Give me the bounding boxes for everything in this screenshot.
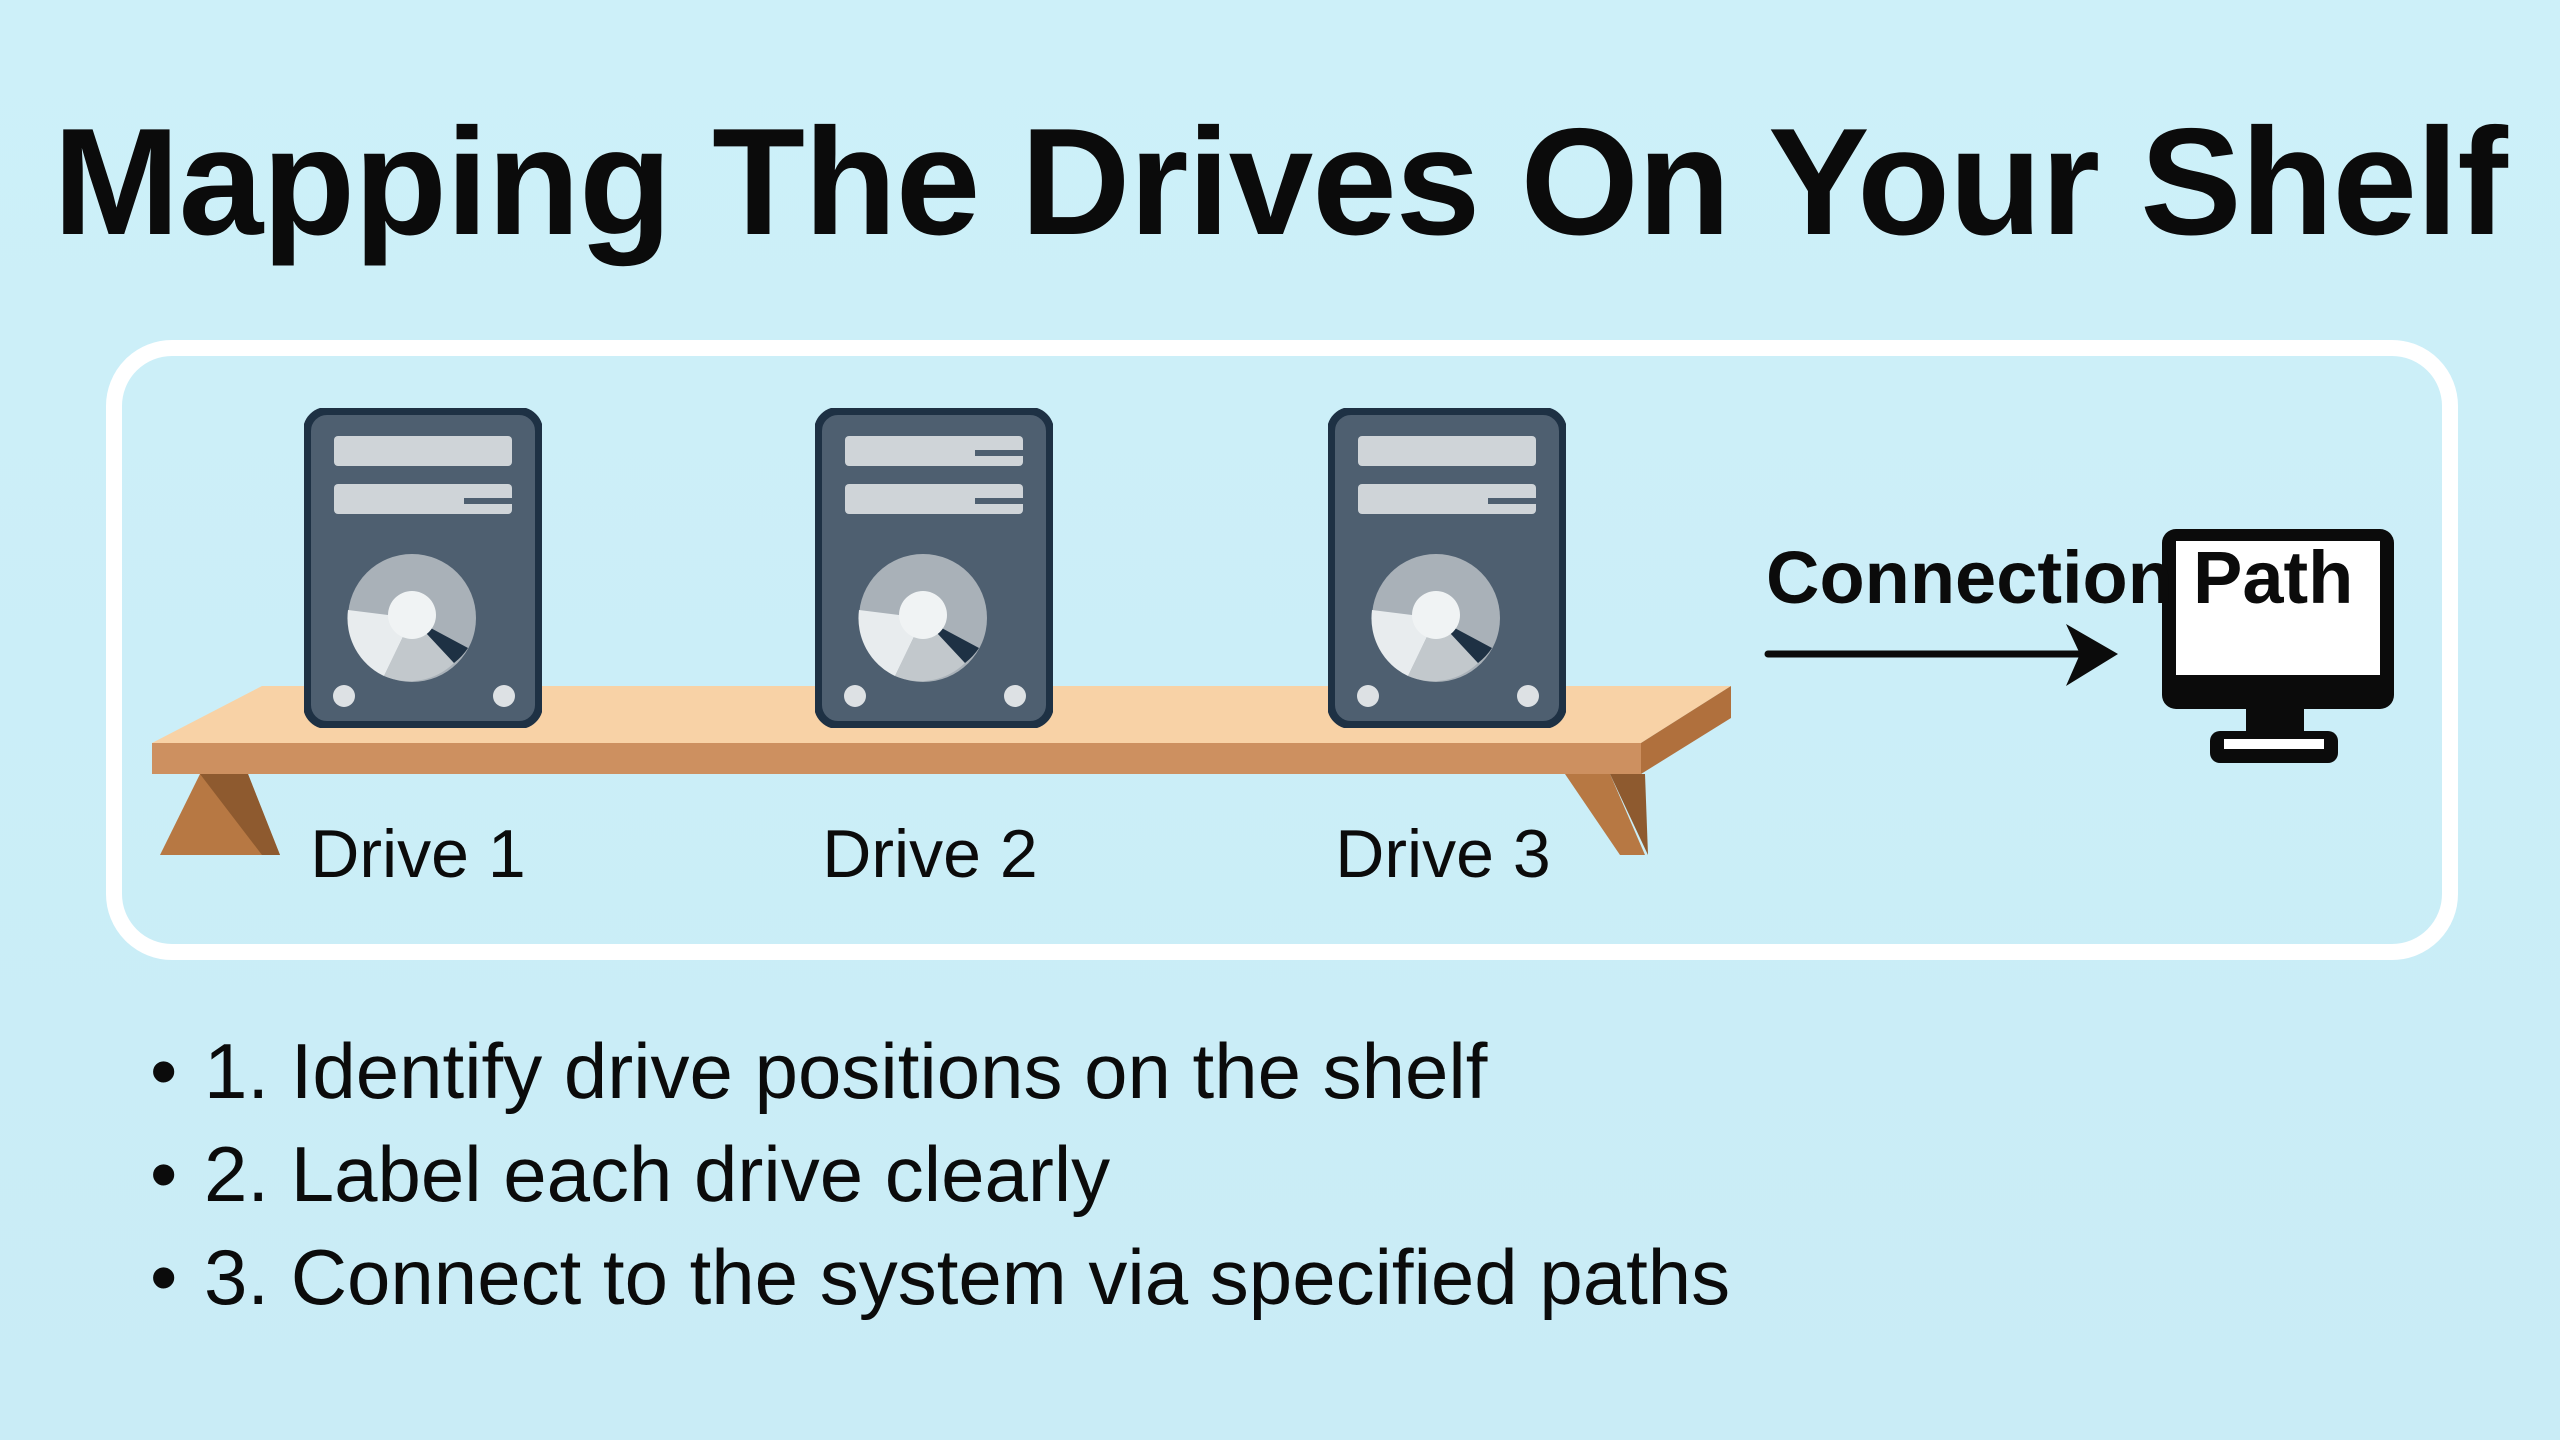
hard-drive-icon-3 <box>1328 408 1566 728</box>
step-item-1: 1. Identify drive positions on the shelf <box>150 1020 1730 1123</box>
arrow-right-icon <box>1764 624 2118 686</box>
diagram-panel <box>106 340 2458 960</box>
connection-label: Connection <box>1766 536 2173 619</box>
step-item-3: 3. Connect to the system via specified p… <box>150 1226 1730 1329</box>
hard-drive-icon-1 <box>304 408 542 728</box>
drive-label-3: Drive 3 <box>1335 816 1551 892</box>
steps-list: 1. Identify drive positions on the shelf… <box>150 1020 1730 1329</box>
step-item-2: 2. Label each drive clearly <box>150 1123 1730 1226</box>
path-label: Path <box>2193 536 2354 619</box>
monitor-icon <box>2162 529 2394 763</box>
drive-label-2: Drive 2 <box>822 816 1038 892</box>
drive-label-1: Drive 1 <box>310 816 526 892</box>
hard-drive-icon-2 <box>815 408 1053 728</box>
page-title: Mapping The Drives On Your Shelf <box>53 97 2508 267</box>
